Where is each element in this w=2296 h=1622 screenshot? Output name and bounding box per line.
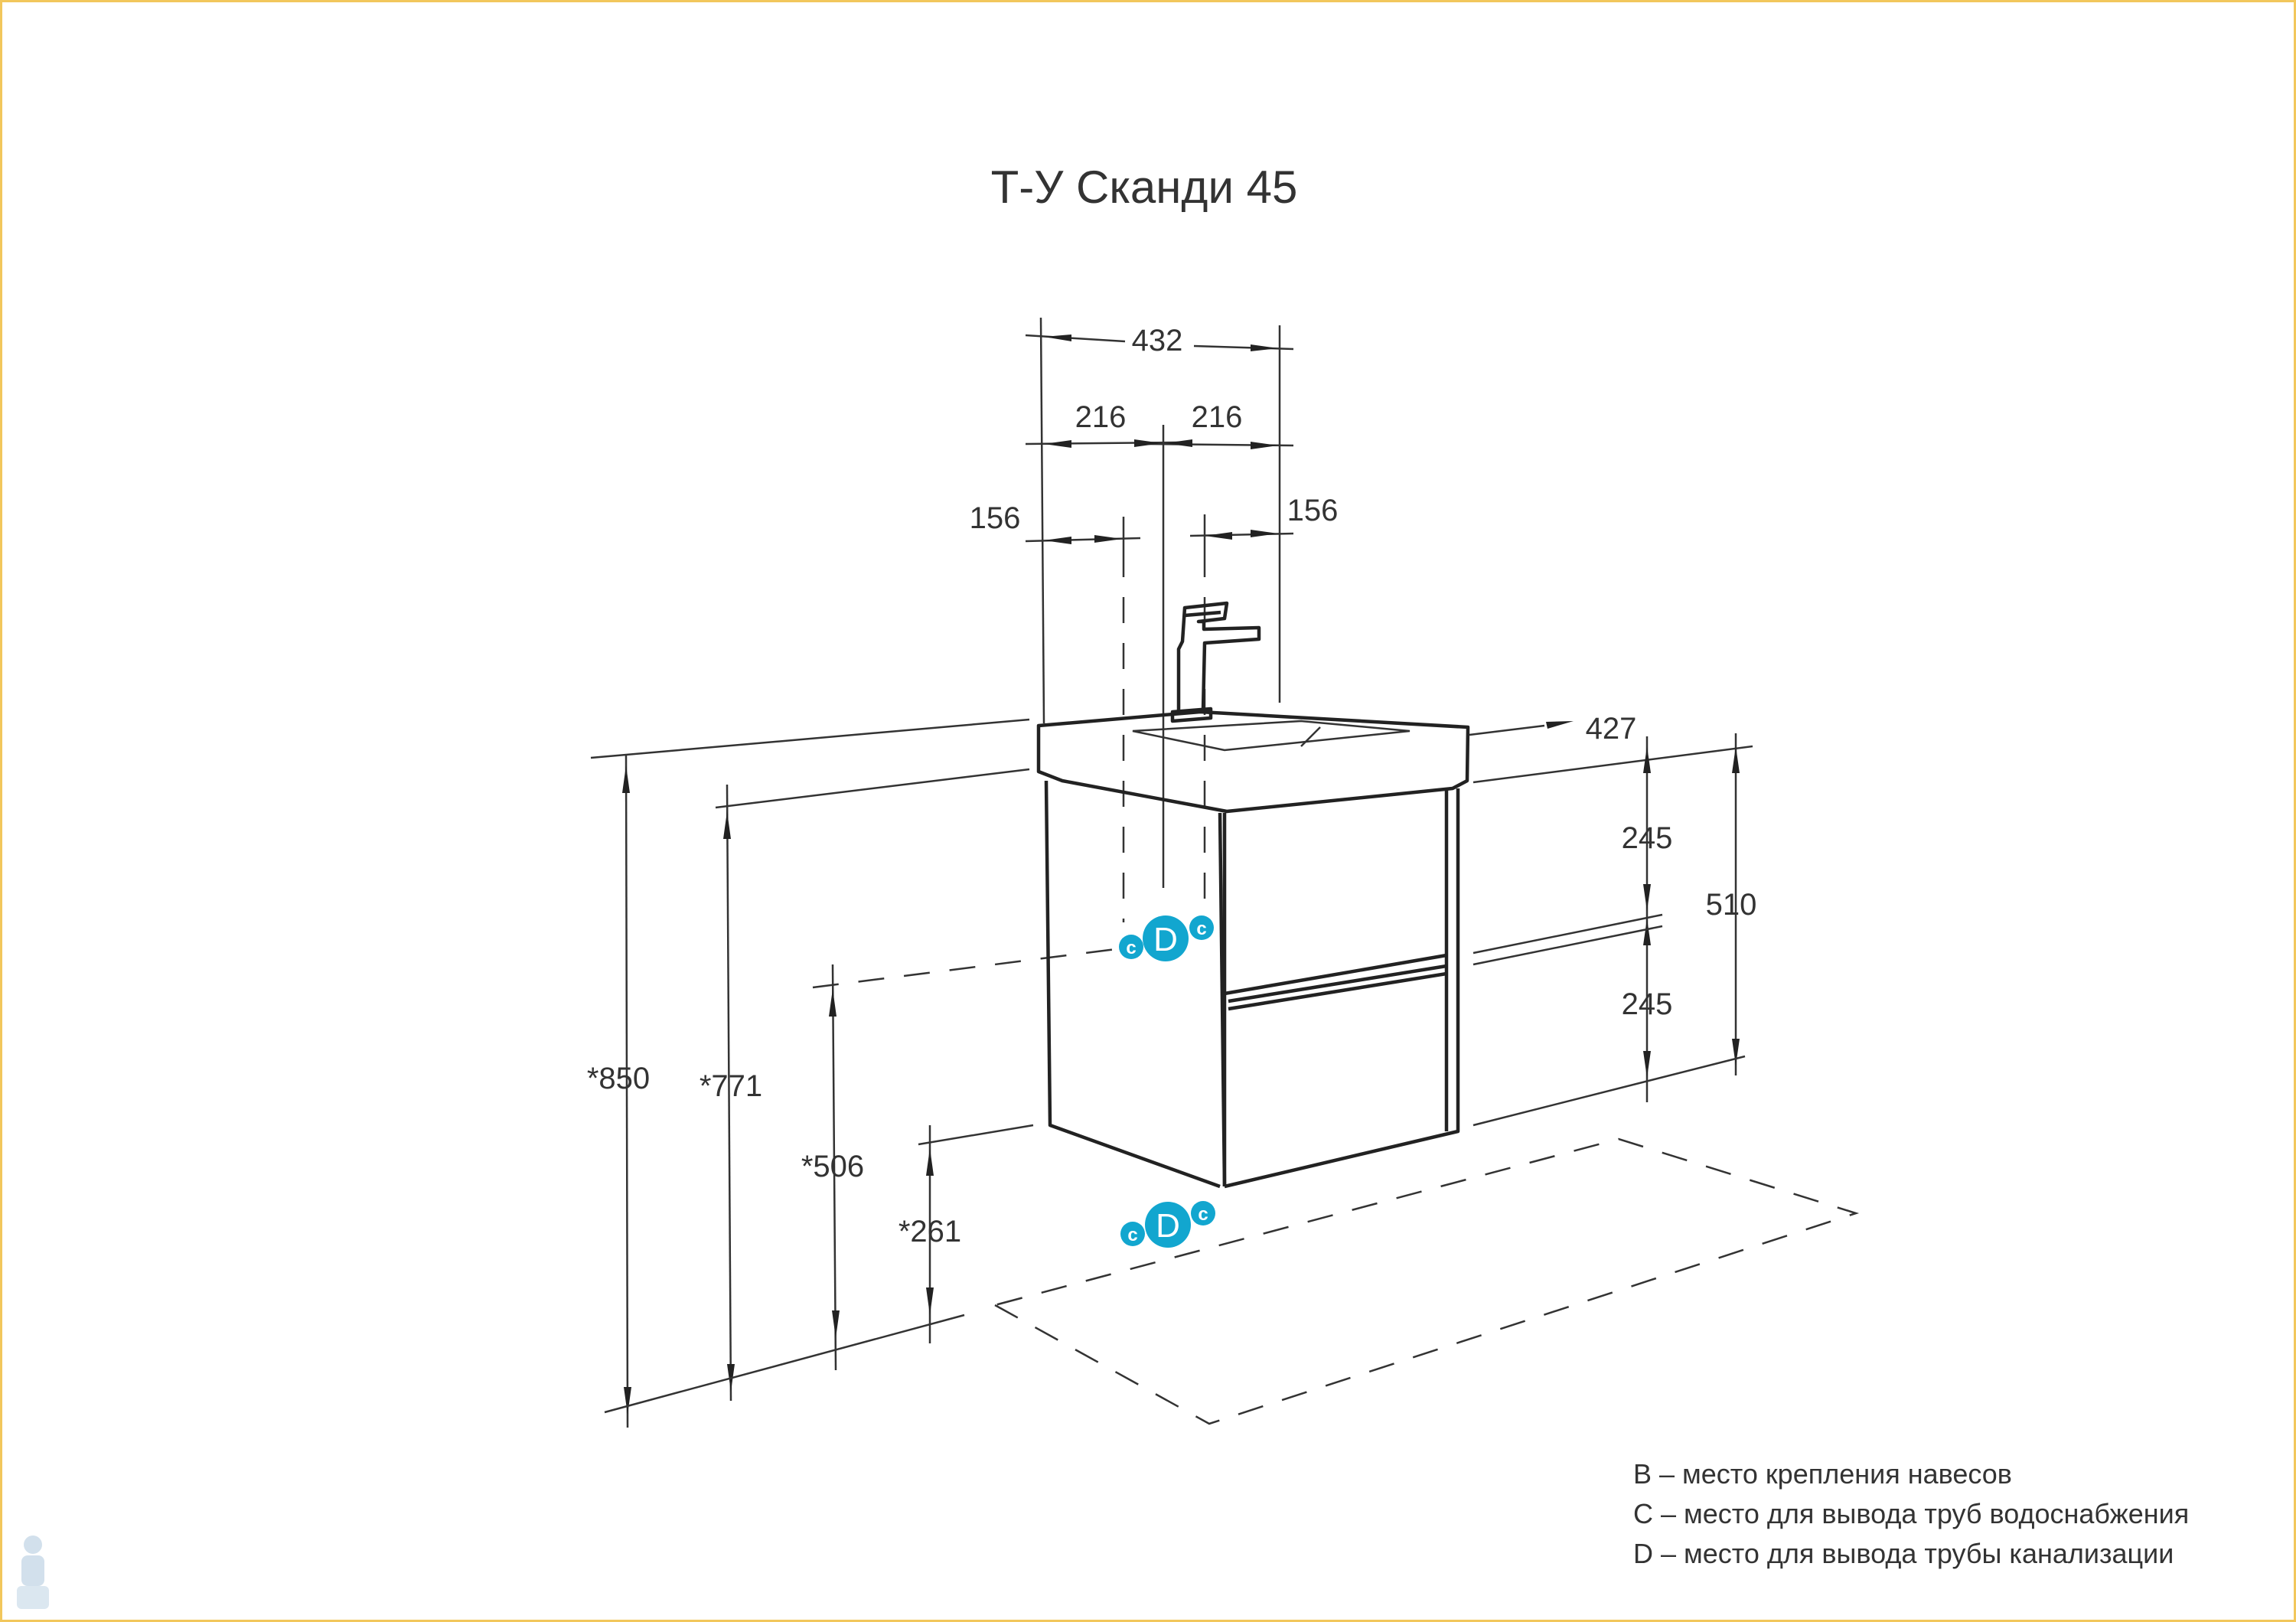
dim-245-bottom-label: 245 [1622, 987, 1673, 1021]
drawing-title: Т-У Сканди 45 [991, 162, 1298, 213]
marker-c-floor-left [1120, 1222, 1145, 1246]
dimension-drawers: 245 245 510 [1473, 733, 1757, 1127]
dim-245-top-label: 245 [1622, 821, 1673, 855]
dim-216-right-label: 216 [1192, 400, 1243, 434]
pipe-guide-side [812, 948, 1117, 989]
dim-216-left-label: 216 [1075, 400, 1127, 434]
marker-d-floor [1145, 1202, 1191, 1248]
legend-item-c: C – место для вывода труб водоснабжения [1633, 1498, 2190, 1529]
cabinet [1044, 780, 1460, 1189]
dimension-427: 427 [1469, 712, 1753, 784]
marker-c-floor-right [1191, 1201, 1215, 1225]
dim-771-label: *771 [700, 1069, 762, 1103]
legend-item-d: D – место для вывода трубы канализации [1633, 1538, 2174, 1569]
marker-c-left-label: c [1126, 938, 1136, 958]
marker-c-floor-left-label: c [1127, 1225, 1137, 1245]
marker-c-left [1119, 935, 1143, 959]
dim-510-label: 510 [1706, 888, 1757, 922]
dimension-heights: *850 *771 *506 *261 [587, 718, 1034, 1428]
marker-d-label: D [1153, 921, 1178, 958]
dim-506-label: *506 [801, 1150, 864, 1183]
watermark-icon [17, 1536, 49, 1609]
dim-156-right-label: 156 [1287, 494, 1339, 527]
marker-group-wall: c D c [1119, 915, 1214, 961]
marker-d-floor-label: D [1156, 1207, 1180, 1245]
marker-c-floor-right-label: c [1198, 1204, 1208, 1225]
dim-156-left-label: 156 [970, 501, 1021, 535]
dim-432-label: 432 [1132, 324, 1183, 357]
marker-group-floor: c D c [1120, 1201, 1215, 1248]
faucet [1170, 601, 1261, 723]
legend: B – место крепления навесов C – место дл… [1633, 1454, 2261, 1574]
dim-427-label: 427 [1586, 712, 1637, 746]
marker-d [1143, 915, 1189, 961]
marker-c-right-label: c [1196, 919, 1206, 939]
dim-261-label: *261 [899, 1215, 961, 1248]
marker-c-right [1189, 915, 1214, 940]
floor-lines [604, 1137, 1860, 1425]
sink [1036, 710, 1470, 814]
dimension-216-216: 216 216 [1025, 400, 1294, 888]
legend-item-b: B – место крепления навесов [1633, 1458, 2012, 1490]
dimension-156-156: 156 156 [970, 494, 1339, 551]
dim-850-label: *850 [587, 1062, 650, 1095]
dimension-432: 432 [1025, 317, 1294, 724]
